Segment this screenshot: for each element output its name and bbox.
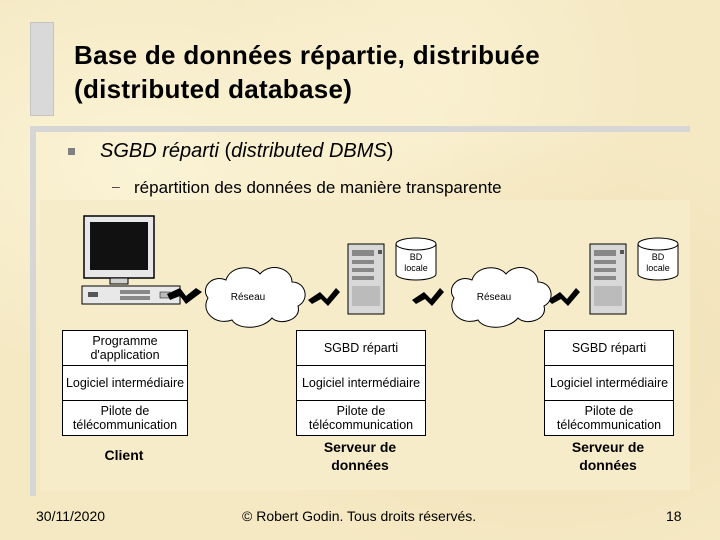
title-frame-decoration: [30, 22, 54, 116]
server-2-middleware-cell: Logiciel intermédiaire: [545, 366, 673, 401]
slide-title: Base de données répartie, distribuée (di…: [74, 38, 694, 106]
client-computer-icon: [81, 215, 181, 305]
divider-bar: [30, 126, 690, 132]
server-1-label: Serveur de données: [296, 438, 424, 474]
bullet-level-2: répartition des données de manière trans…: [134, 178, 502, 197]
server-1-dbms-cell: SGBD réparti: [297, 331, 425, 366]
server-2-label-line1: Serveur de: [571, 439, 645, 455]
server-tower-icon-2: [589, 243, 627, 315]
bullet-level-1: SGBD réparti (distributed DBMS): [100, 140, 393, 163]
bullet-term-english: distributed DBMS: [231, 140, 387, 162]
bullet-square-icon: [68, 148, 75, 155]
server-2-label-line2: données: [579, 457, 637, 473]
database-cylinder-icon-1: [395, 237, 437, 281]
link-bolt-2: [308, 288, 340, 306]
client-telecom-driver-cell: Pilote de télécommunication: [72, 404, 178, 432]
db-label-1-line2: locale: [404, 263, 428, 273]
title-line-2: (distributed database): [74, 74, 353, 104]
server-1-middleware-cell: Logiciel intermédiaire: [297, 366, 425, 401]
server-1-layer-stack: SGBD réparti Logiciel intermédiaire Pilo…: [296, 330, 426, 436]
link-bolt-4: [548, 288, 580, 306]
server-2-telecom-driver-cell: Pilote de télécommunication: [556, 404, 662, 432]
footer-date: 30/11/2020: [36, 508, 106, 524]
server-1-label-line2: données: [331, 457, 389, 473]
db-label-2-line2: locale: [646, 263, 670, 273]
db-label-2-line1: BD: [652, 252, 665, 262]
network-label-1: Réseau: [231, 292, 265, 303]
link-bolt-3: [412, 288, 444, 306]
server-2-layer-stack: SGBD réparti Logiciel intermédiaire Pilo…: [544, 330, 674, 436]
network-cloud-1: [204, 267, 306, 328]
paren-close: ): [386, 140, 394, 162]
server-1-label-line1: Serveur de: [323, 439, 397, 455]
title-line-1: Base de données répartie, distribuée: [74, 40, 540, 70]
client-middleware-cell: Logiciel intermédiaire: [63, 366, 187, 401]
link-bolt-1: [167, 288, 202, 304]
server-2-label: Serveur de données: [544, 438, 672, 474]
paren-open: (: [218, 140, 232, 162]
network-label-2: Réseau: [477, 292, 511, 303]
server-1-telecom-driver-cell: Pilote de télécommunication: [308, 404, 414, 432]
distributed-architecture-diagram: Réseau Réseau BD locale: [40, 200, 690, 490]
diagram-graphics: Réseau Réseau BD locale: [81, 215, 679, 328]
server-tower-icon-1: [347, 243, 385, 315]
network-cloud-2: [450, 267, 552, 328]
server-2-dbms-cell: SGBD réparti: [545, 331, 673, 366]
footer-copyright: © Robert Godin. Tous droits réservés.: [242, 508, 477, 524]
client-app-program-cell: Programme d'application: [63, 331, 187, 366]
bullet-dash-icon: –: [112, 178, 120, 194]
db-label-1-line1: BD: [410, 252, 423, 262]
database-cylinder-icon-2: [637, 237, 679, 281]
client-label: Client: [104, 447, 144, 463]
client-layer-stack: Programme d'application Logiciel intermé…: [62, 330, 188, 436]
footer-page-number: 18: [666, 508, 682, 524]
left-frame-bar: [30, 126, 36, 496]
bullet-term: SGBD réparti: [100, 140, 219, 162]
